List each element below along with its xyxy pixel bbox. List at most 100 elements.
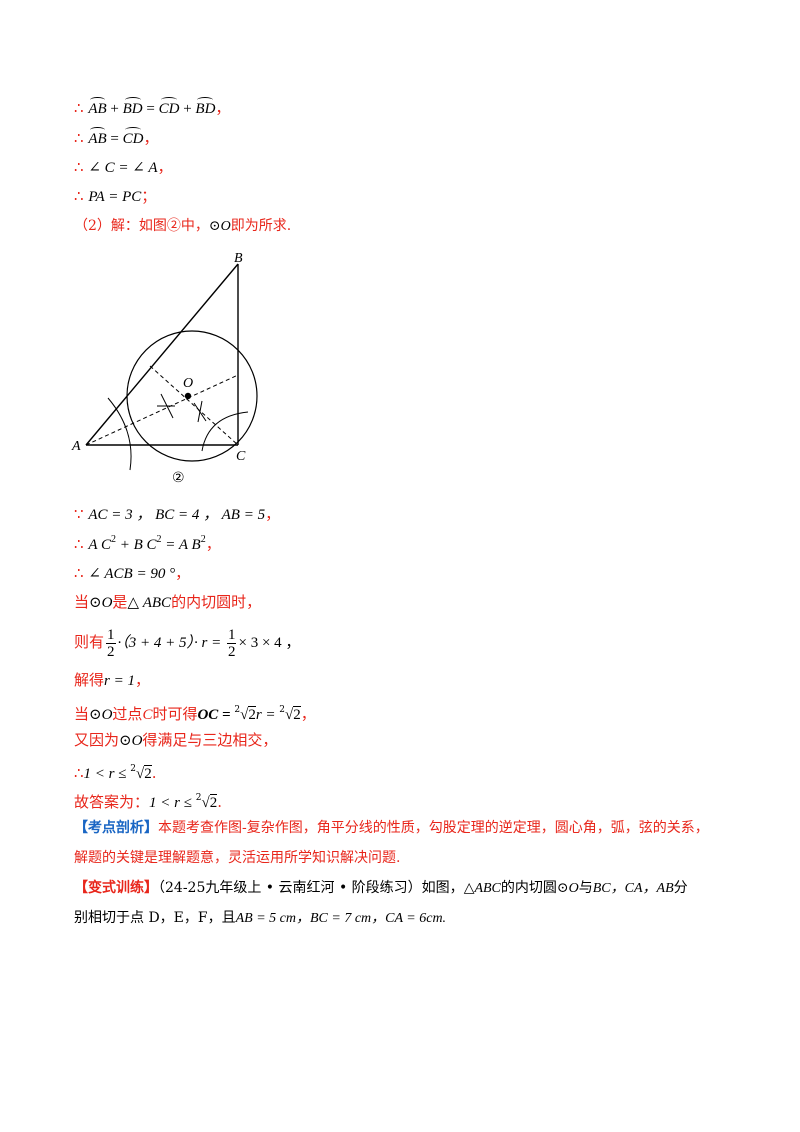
arc-ab: AB <box>88 97 107 117</box>
text-when: 当 <box>74 705 90 723</box>
r-term: r = <box>255 707 280 723</box>
plus: + <box>106 101 123 117</box>
oc-expr: OC = <box>197 707 235 723</box>
sqrt-sign: √ <box>201 795 210 811</box>
analysis-text: 本题考查作图-复杂作图，角平分线的性质，勾股定理的逆定理，圆心角，弧，弦的关系， <box>158 820 709 836</box>
variant-tag: 【变式训练】 <box>74 880 158 896</box>
label-b: B <box>234 251 243 266</box>
label-c: C <box>236 449 246 464</box>
solution-tail: 即为所求. <box>230 218 292 234</box>
proof-line-1: ∴ AB + BD = CD + BD， <box>74 97 231 119</box>
numerator: 1 <box>106 626 116 644</box>
text-then: 则有 <box>74 633 105 651</box>
punct: ； <box>141 187 157 205</box>
term-ab: = A B <box>161 537 201 553</box>
plus: + <box>179 101 196 117</box>
root-index: 2 <box>130 764 136 774</box>
solve-r: 解得r = 1， <box>74 670 150 691</box>
denominator: 2 <box>227 643 236 660</box>
segment-equation: PA = PC <box>88 189 142 205</box>
label-a: A <box>71 439 81 454</box>
text-condition: 得满足与三边相交， <box>142 731 278 749</box>
range-expr: 1 < r ≤ <box>83 766 131 782</box>
incircle-case: 当⊙O是△ ABC的内切圆时， <box>74 592 261 613</box>
punct: ， <box>265 505 281 523</box>
circle-o: ⊙O <box>208 219 231 234</box>
given-line: ∵ AC = 3 ， BC = 4 ， AB = 5， <box>74 504 280 525</box>
construction-arc-a <box>107 397 132 471</box>
radicand: 2 <box>293 706 301 723</box>
center-point <box>184 392 192 400</box>
therefore-symbol: ∴ <box>74 129 84 147</box>
proof-line-2: ∴ AB = CD， <box>74 127 158 149</box>
arc-ab: AB <box>88 127 107 147</box>
through-c-case: 当⊙O过点C时可得OC = 2√2r = 2√2， <box>74 700 316 725</box>
right-angle-line: ∴ ∠ ACB = 90 °， <box>74 563 190 584</box>
circle-o-shape <box>126 330 258 462</box>
side-lengths: AB = 5 cm，BC = 7 cm，CA = 6cm. <box>235 911 447 926</box>
proof-line-3: ∴ ∠ C = ∠ A， <box>74 157 173 178</box>
text-through: 过点 <box>112 705 143 723</box>
radicand: 2 <box>209 794 218 811</box>
solution-part-2: （2）解：如图②中，⊙O即为所求. <box>74 216 291 237</box>
punct: ， <box>134 671 150 689</box>
root-index: 2 <box>195 793 202 803</box>
pythagoras-line: ∴ A C2 + B C2 = A B2， <box>74 534 221 555</box>
bisector-a <box>85 374 239 446</box>
r-value: r = 1 <box>104 673 135 689</box>
point-c: C <box>142 707 153 723</box>
exponent: 2 <box>156 534 162 545</box>
sqrt-sign: √ <box>135 766 145 782</box>
analysis-line-2: 解题的关键是理解题意，灵活运用所学知识解决问题. <box>74 848 400 868</box>
therefore-symbol: ∴ <box>74 535 84 553</box>
therefore-symbol: ∴ <box>74 564 84 582</box>
numerator: 1 <box>226 626 237 644</box>
text-get: 时可得 <box>152 705 198 723</box>
therefore-symbol: ∴ <box>74 99 84 117</box>
text-incircle: 的内切圆时， <box>171 593 262 611</box>
text-with: 与 <box>578 880 593 896</box>
answer-label: 故答案为： <box>74 793 150 811</box>
text-when: 当 <box>74 593 90 611</box>
text-also: 又因为 <box>74 731 120 749</box>
sqrt-sign: √ <box>240 707 249 723</box>
punct: ， <box>300 705 316 723</box>
range-line: ∴1 < r ≤ 2√2. <box>74 759 157 784</box>
therefore-symbol: ∴ <box>74 158 84 176</box>
text-incircle: 的内切圆 <box>500 880 557 896</box>
arc-bd: BD <box>122 97 143 117</box>
radicand: 2 <box>248 706 256 723</box>
circle-o: ⊙O <box>119 733 143 749</box>
circle-o: ⊙O <box>89 707 113 723</box>
root-index: 2 <box>279 705 286 715</box>
given-lengths: AC = 3 ， BC = 4 ， AB = 5 <box>88 507 266 523</box>
bisector-c <box>149 365 239 446</box>
figure-caption: ② <box>172 470 185 486</box>
area-term: × 3 × 4 ， <box>238 635 301 651</box>
construction-arc-c <box>201 411 249 452</box>
cross-mark <box>197 400 203 423</box>
exponent: 2 <box>110 534 116 545</box>
solution-heading: （2）解：如图②中， <box>74 218 209 234</box>
sqrt-sign: √ <box>285 707 294 723</box>
angle-equation: ∠ C = ∠ A <box>88 160 158 176</box>
variant-source: （24-25九年级上 • 云南红河 • 阶段练习）如图， <box>158 880 464 896</box>
because-symbol: ∵ <box>74 505 84 523</box>
equals: = <box>142 101 159 117</box>
punct: ， <box>205 535 221 553</box>
text-solve: 解得 <box>74 671 105 689</box>
label-o: O <box>183 376 193 391</box>
circle-o: ⊙O <box>556 881 579 896</box>
answer-line: 故答案为：1 < r ≤ 2√2. <box>74 788 222 813</box>
punct: . <box>151 764 157 782</box>
therefore-symbol: ∴ <box>74 187 84 205</box>
equals: = <box>106 131 123 147</box>
variant-line-2: 别相切于点 D，E，F，且AB = 5 cm，BC = 7 cm，CA = 6c… <box>74 908 446 929</box>
therefore-symbol: ∴ <box>74 764 84 782</box>
punct: ， <box>215 99 231 117</box>
sides-list: BC，CA，AB <box>592 881 674 896</box>
analysis-line-1: 【考点剖析】本题考查作图-复杂作图，角平分线的性质，勾股定理的逆定理，圆心角，弧… <box>74 818 709 838</box>
analysis-text-2: 解题的关键是理解题意，灵活运用所学知识解决问题. <box>74 850 401 866</box>
